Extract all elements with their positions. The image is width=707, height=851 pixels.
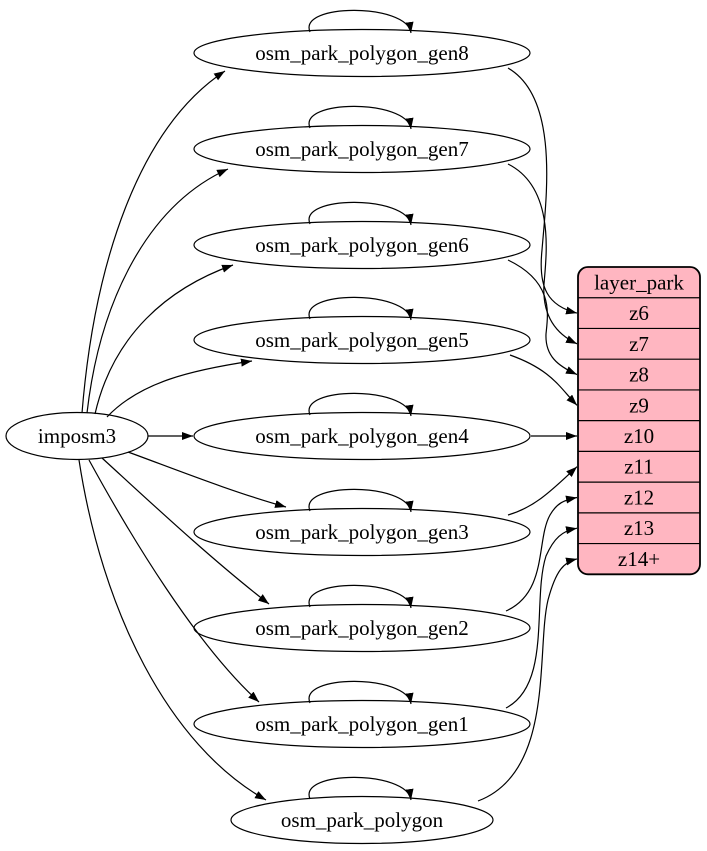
table-node-osm_park_polygon_gen5: osm_park_polygon_gen5 xyxy=(193,315,531,365)
self-loop-osm_park_polygon xyxy=(308,776,414,801)
table-node-osm_park_polygon_gen2: osm_park_polygon_gen2 xyxy=(193,603,531,653)
table-ellipse xyxy=(193,699,531,749)
edge-osm_park_polygon_gen6-to-z8 xyxy=(507,259,578,376)
edge-imposm3-to-osm_park_polygon_gen8 xyxy=(81,70,226,414)
edge-imposm3-to-osm_park_polygon_gen5 xyxy=(106,358,253,418)
layer-row-z10: z10 xyxy=(624,424,654,448)
layer-table: layer_park z6 z7 z8 z9 z10 z11 z12 z13 z14+ xyxy=(577,266,701,576)
edge-imposm3-to-osm_park_polygon_gen6 xyxy=(94,264,234,415)
table-node-osm_park_polygon_gen8: osm_park_polygon_gen8 xyxy=(193,28,531,78)
layer-row-z12: z12 xyxy=(624,485,654,509)
layer-row-z8: z8 xyxy=(629,363,649,387)
layer-row-z6: z6 xyxy=(629,301,649,325)
table-ellipse xyxy=(193,124,531,174)
table-label: osm_park_polygon_gen5 xyxy=(255,328,468,352)
self-loop-osm_park_polygon_gen1 xyxy=(308,680,414,705)
table-label: osm_park_polygon_gen4 xyxy=(255,424,469,448)
table-label: osm_park_polygon_gen6 xyxy=(255,233,468,257)
table-ellipse xyxy=(193,220,531,270)
table-ellipse xyxy=(193,507,531,557)
table-label: osm_park_polygon_gen1 xyxy=(255,712,468,736)
source-label: imposm3 xyxy=(38,424,116,448)
edge-osm_park_polygon_gen2-to-z12 xyxy=(505,495,578,612)
layer-row-z13: z13 xyxy=(624,516,654,540)
edge-imposm3-to-osm_park_polygon_gen2 xyxy=(101,457,270,605)
edge-osm_park_polygon_gen7-to-z7 xyxy=(507,163,578,345)
table-node-osm_park_polygon_gen1: osm_park_polygon_gen1 xyxy=(193,699,531,749)
self-loop-osm_park_polygon_gen2 xyxy=(308,584,414,609)
edge-imposm3-to-osm_park_polygon_gen7 xyxy=(86,168,229,414)
node-source: imposm3 xyxy=(5,411,149,461)
table-label: osm_park_polygon xyxy=(281,808,444,832)
self-loop-osm_park_polygon_gen4 xyxy=(308,392,414,417)
table-node-osm_park_polygon_gen4: osm_park_polygon_gen4 xyxy=(193,411,531,461)
edge-osm_park_polygon_gen1-to-z13 xyxy=(505,526,578,709)
table-node-osm_park_polygon_gen3: osm_park_polygon_gen3 xyxy=(193,507,531,557)
self-loop-osm_park_polygon_gen5 xyxy=(308,296,414,321)
table-ellipse xyxy=(193,411,531,461)
edge-osm_park_polygon_gen3-to-z11 xyxy=(507,466,578,516)
edge-imposm3-to-osm_park_polygon xyxy=(78,459,267,801)
edge-imposm3-to-osm_park_polygon_gen1 xyxy=(88,459,260,703)
layer-row-z9: z9 xyxy=(629,393,649,417)
edge-osm_park_polygon_gen8-to-z6 xyxy=(507,67,578,315)
table-ellipse xyxy=(230,795,494,845)
table-label: osm_park_polygon_gen8 xyxy=(255,41,468,65)
table-ellipse xyxy=(193,315,531,365)
self-loop-osm_park_polygon_gen7 xyxy=(308,105,414,130)
layer-row-z11: z11 xyxy=(624,455,654,479)
self-loop-osm_park_polygon_gen6 xyxy=(308,201,414,226)
table-label: osm_park_polygon_gen2 xyxy=(255,616,468,640)
table-node-osm_park_polygon_gen6: osm_park_polygon_gen6 xyxy=(193,220,531,270)
layer-table-title: layer_park xyxy=(594,270,684,294)
layer-row-z7: z7 xyxy=(629,332,649,356)
edge-osm_park_polygon-to-z14+ xyxy=(477,557,578,802)
table-node-osm_park_polygon: osm_park_polygon xyxy=(230,795,494,845)
table-node-osm_park_polygon_gen7: osm_park_polygon_gen7 xyxy=(193,124,531,174)
self-loop-osm_park_polygon_gen8 xyxy=(308,9,414,34)
layer-row-z14+: z14+ xyxy=(618,547,660,571)
table-ellipse xyxy=(193,28,531,78)
edge-osm_park_polygon_gen5-to-z9 xyxy=(509,354,578,406)
self-loop-osm_park_polygon_gen3 xyxy=(308,488,414,513)
table-label: osm_park_polygon_gen3 xyxy=(255,520,468,544)
edge-imposm3-to-osm_park_polygon_gen3 xyxy=(127,451,287,508)
table-label: osm_park_polygon_gen7 xyxy=(255,137,468,161)
